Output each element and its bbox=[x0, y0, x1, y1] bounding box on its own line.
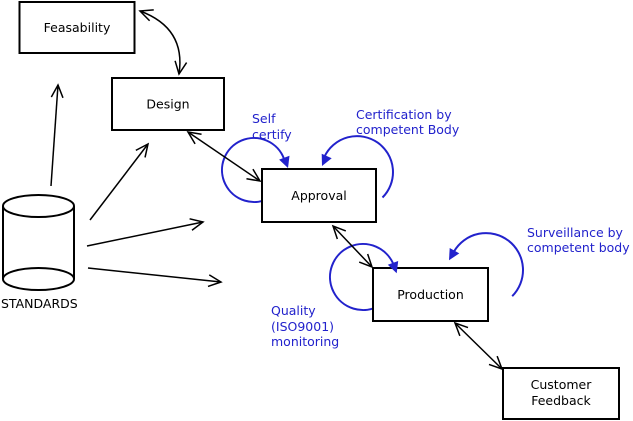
node-customer-feedback: Customer Feedback bbox=[502, 367, 620, 420]
arrowhead bbox=[246, 168, 262, 183]
annotation-surveillance: Surveillance by competent body bbox=[527, 225, 630, 255]
annotation-line: certify bbox=[252, 127, 292, 142]
arrow-approval-production bbox=[331, 224, 374, 269]
node-production: Production bbox=[372, 267, 489, 322]
production-box bbox=[372, 267, 489, 322]
arrow-standards-approval bbox=[86, 218, 205, 247]
annotation-quality: Quality (ISO9001) monitoring bbox=[271, 303, 339, 349]
annotation-self-certify: Self certify bbox=[252, 111, 292, 142]
arrowhead bbox=[331, 224, 347, 240]
self-certify-loop-arrowhead bbox=[279, 155, 290, 168]
customer-feedback-label-line1: Customer bbox=[531, 377, 593, 392]
arrow-standards-production bbox=[87, 267, 223, 288]
arrowhead bbox=[135, 142, 150, 158]
arrowhead bbox=[207, 274, 223, 288]
arrow-feasability-design bbox=[138, 9, 188, 76]
customer-feedback-label-line2: Feedback bbox=[531, 393, 591, 408]
quality-loop-arc bbox=[329, 243, 395, 311]
self-certify-loop-arc bbox=[221, 137, 286, 203]
arrow-production-customer-feedback bbox=[453, 321, 504, 371]
feasability-box bbox=[18, 1, 136, 54]
annotation-line: Self bbox=[252, 111, 276, 126]
annotation-line: competent Body bbox=[356, 122, 460, 137]
arrow-design-approval bbox=[186, 130, 262, 183]
standards-cylinder-bottom bbox=[2, 267, 75, 291]
arrowhead bbox=[50, 83, 64, 99]
node-design: Design bbox=[111, 77, 225, 131]
arrowhead bbox=[453, 321, 469, 337]
annotation-line: Certification by bbox=[356, 107, 452, 122]
standards-label: STANDARDS bbox=[1, 296, 78, 311]
standards-cylinder-top bbox=[2, 194, 75, 218]
annotation-line: Quality bbox=[271, 303, 316, 318]
annotation-certification: Certification by competent Body bbox=[356, 107, 460, 137]
quality-loop bbox=[329, 243, 395, 311]
arrowhead bbox=[174, 60, 188, 76]
node-feasability: Feasability bbox=[18, 1, 136, 54]
annotation-line: monitoring bbox=[271, 334, 339, 349]
self-certify-loop bbox=[221, 137, 286, 203]
arrow-standards-feasability bbox=[50, 83, 64, 187]
approval-box bbox=[261, 168, 377, 223]
customer-feedback-box bbox=[502, 367, 620, 420]
node-approval: Approval bbox=[261, 168, 377, 223]
arrowhead bbox=[488, 355, 504, 371]
standards-datastore: STANDARDS bbox=[1, 194, 78, 311]
design-label: Design bbox=[146, 97, 189, 112]
arrowhead bbox=[358, 253, 374, 269]
feasability-label: Feasability bbox=[44, 20, 111, 35]
certification-loop-arrowhead bbox=[321, 153, 332, 166]
arrowhead bbox=[138, 9, 154, 22]
production-label: Production bbox=[397, 287, 464, 302]
certification-loop bbox=[323, 135, 394, 199]
design-box bbox=[111, 77, 225, 131]
surveillance-loop bbox=[453, 232, 524, 297]
arrow-standards-design bbox=[89, 142, 150, 221]
surveillance-loop-arc bbox=[453, 232, 524, 297]
surveillance-loop-arrowhead bbox=[449, 248, 460, 261]
arrowhead bbox=[186, 130, 202, 145]
approval-label: Approval bbox=[291, 188, 346, 203]
annotation-line: (ISO9001) bbox=[271, 319, 334, 334]
arrowhead bbox=[189, 218, 205, 231]
annotation-line: competent body bbox=[527, 240, 630, 255]
annotation-line: Surveillance by bbox=[527, 225, 624, 240]
quality-loop-arrowhead bbox=[387, 261, 399, 274]
certification-loop-arc bbox=[323, 135, 394, 199]
